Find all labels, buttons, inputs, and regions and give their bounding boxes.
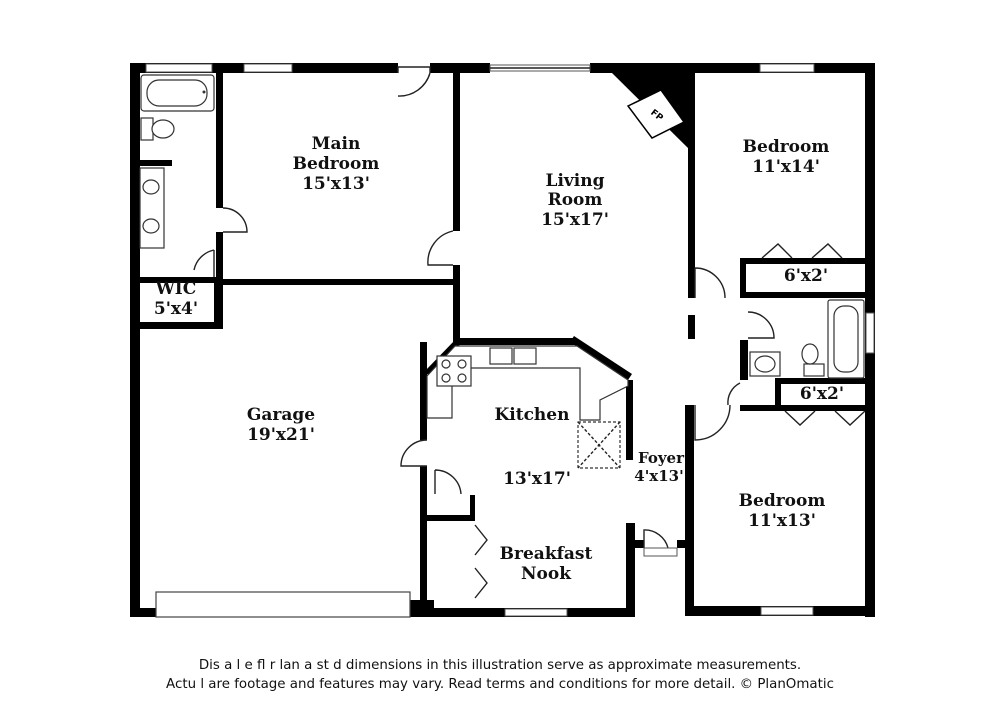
foyer-name: Foyer [638,449,685,467]
windows [145,63,875,618]
kitchen-size: 13'x17' [503,469,571,489]
kitchen-name: Kitchen [495,405,570,425]
room-labels: Main Bedroom 15'x13' Living Room 15'x17'… [154,134,844,584]
main-bedroom-name-2: Bedroom [293,154,380,174]
living-room-name-2: Room [548,190,603,210]
closet-1-size: 6'x2' [784,266,828,286]
closet-2-size: 6'x2' [800,384,844,404]
doors [193,66,866,599]
bedroom-1-name: Bedroom [743,137,830,157]
living-room-size: 15'x17' [541,210,609,230]
main-bedroom-name: Main [312,134,361,154]
interior-walls [130,63,875,617]
garage-name: Garage [247,405,315,425]
fireplace: FP [612,73,690,150]
breakfast-nook-name: Breakfast [500,544,593,564]
wic-size: 5'x4' [154,299,198,319]
breakfast-nook-name-2: Nook [521,564,572,584]
bedroom-2-size: 11'x13' [748,511,816,531]
main-bedroom-size: 15'x13' [302,174,370,194]
disclaimer-line-1: Dis a l e fl r lan a st d dimensions in … [198,658,802,673]
bedroom-2-name: Bedroom [739,491,826,511]
foyer-size: 4'x13' [634,467,683,485]
garage-size: 19'x21' [247,425,315,445]
disclaimer-line-2: Actu l are footage and features may vary… [166,677,834,692]
bedroom-1-size: 11'x14' [752,157,820,177]
fixtures [139,74,865,469]
living-room-name: Living [546,171,605,191]
wic-name: WIC [155,279,197,299]
